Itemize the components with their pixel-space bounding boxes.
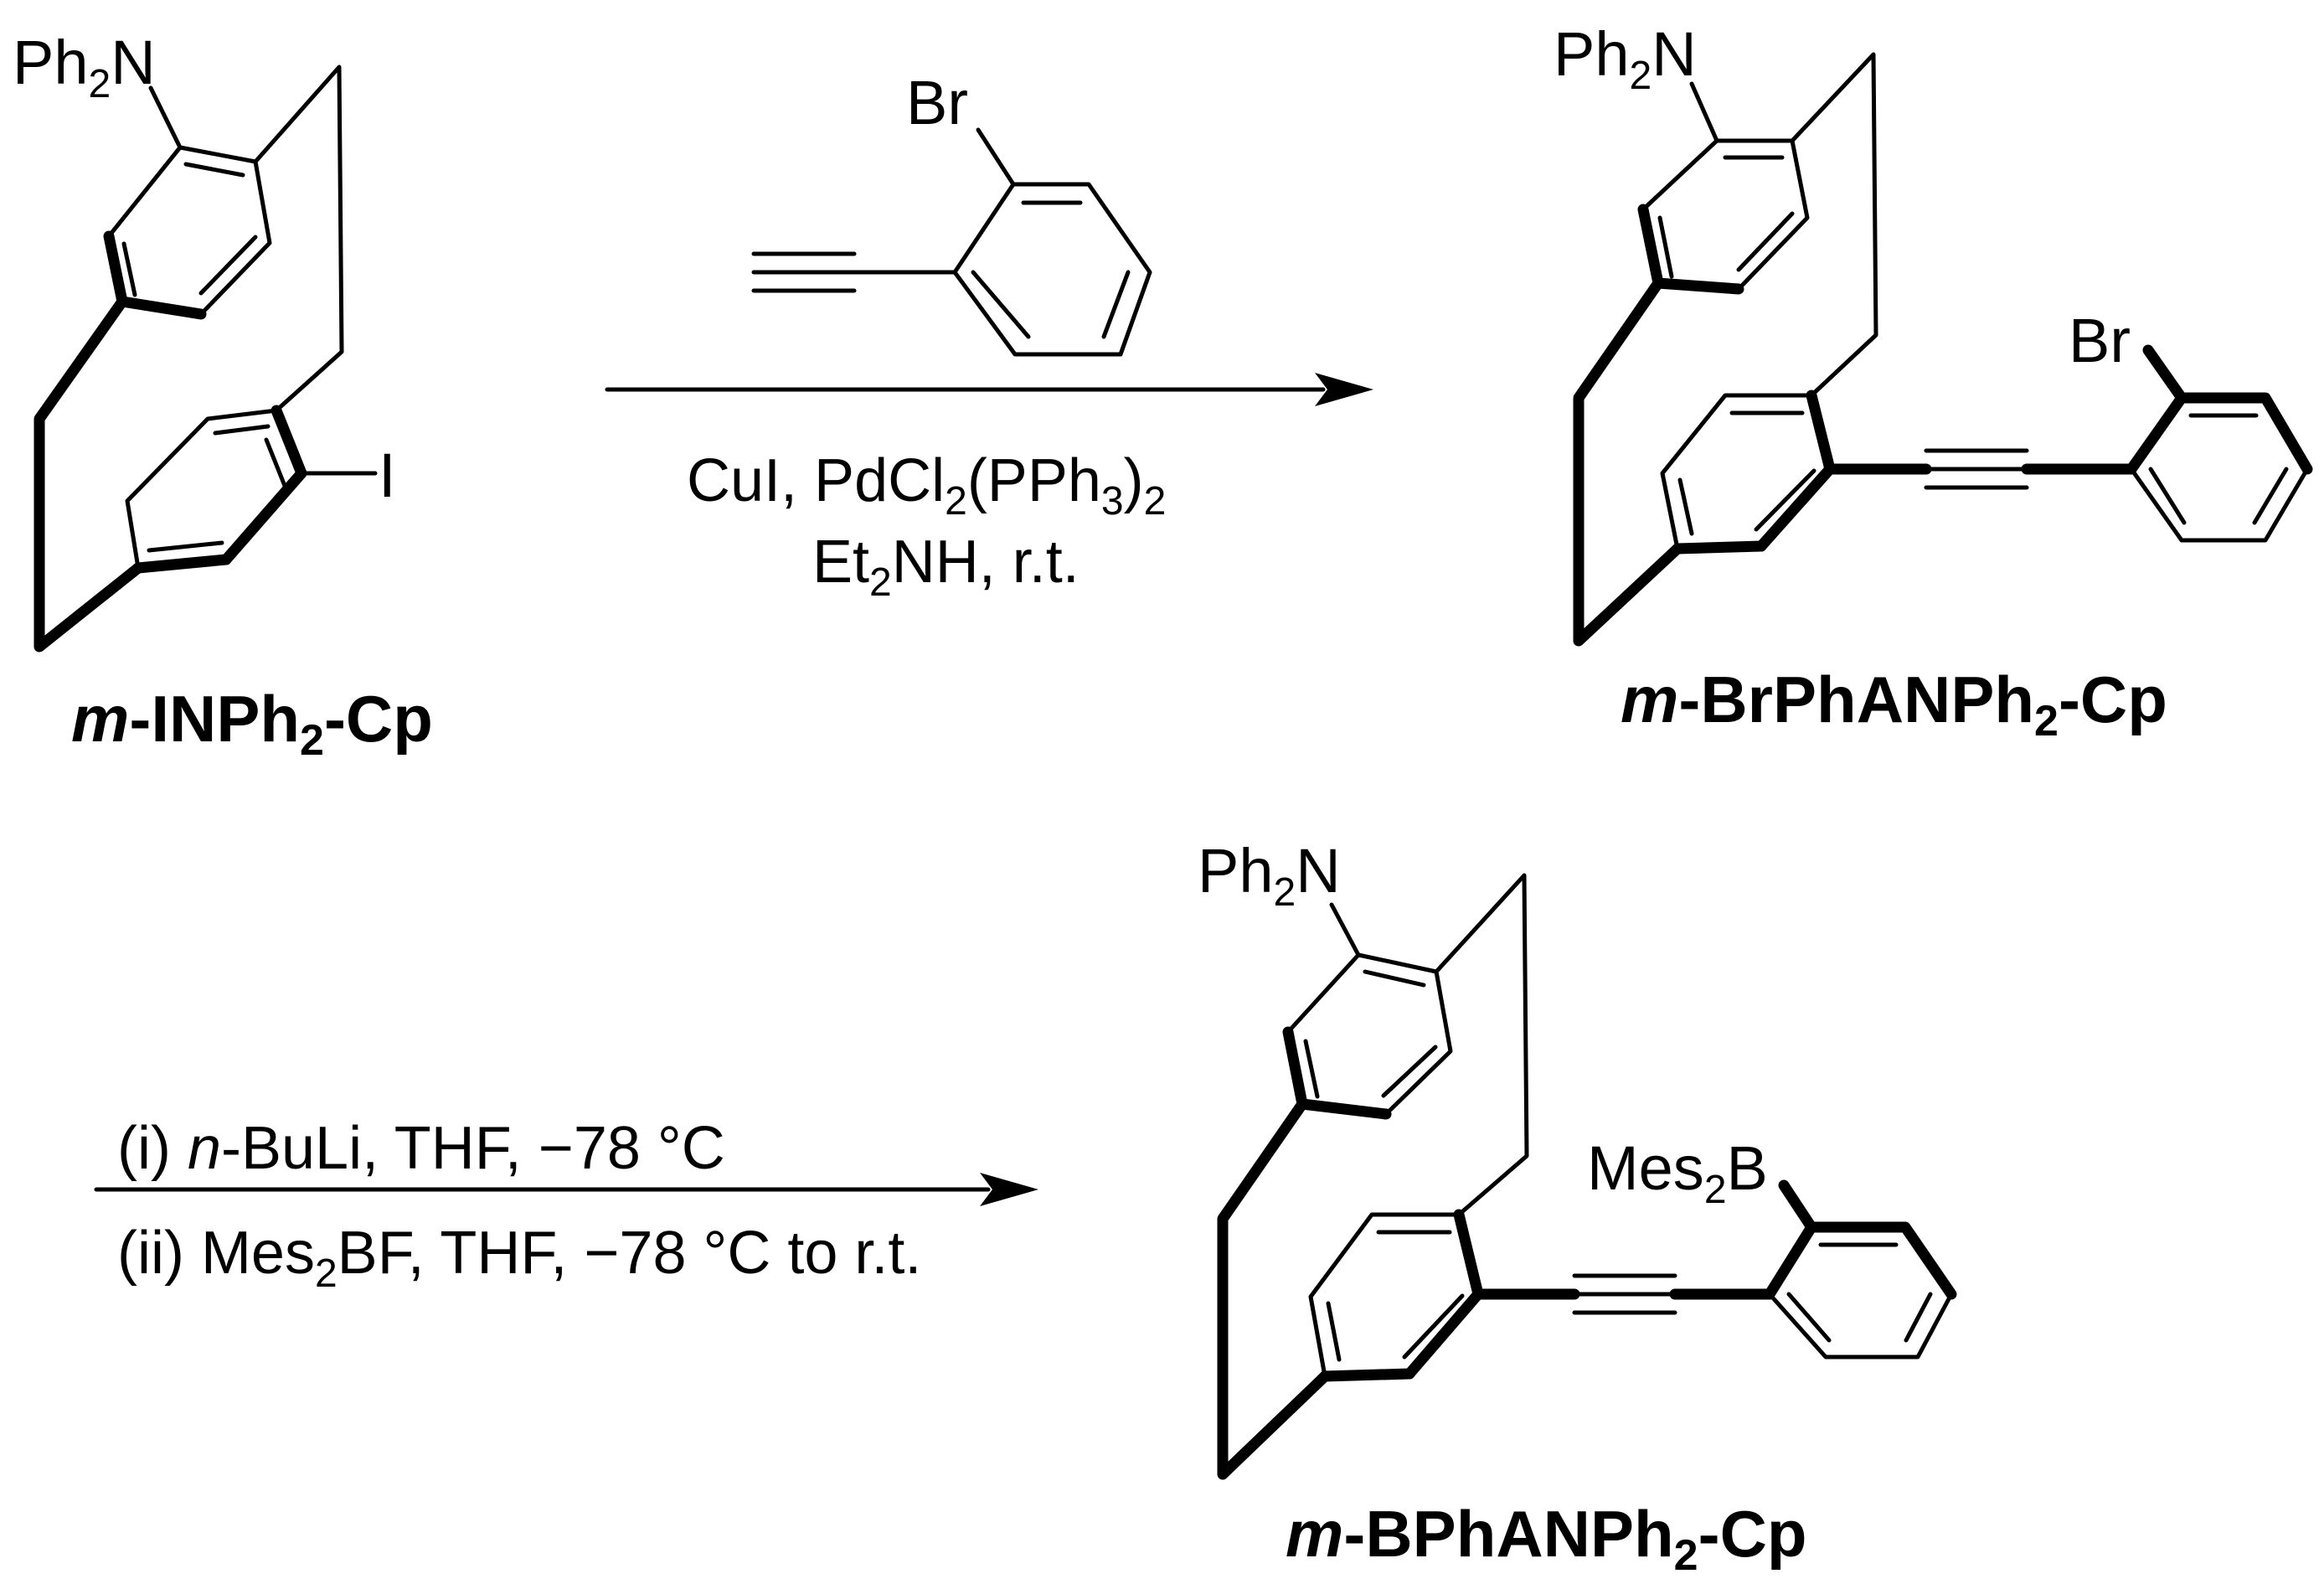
reaction-arrow-2 xyxy=(94,1173,1038,1206)
bromophenyl-ring xyxy=(2126,392,2313,543)
n-aryl-bond xyxy=(1329,902,1361,957)
compound-m-bphanph2-cp: Ph2N Mes2B m-BPhANPh2-Cp xyxy=(1198,836,1957,1580)
conditions-1-line-2: Et2NH, r.t. xyxy=(812,529,1080,605)
cyclophane-bridges xyxy=(33,64,344,653)
cyclophane-bridges xyxy=(1573,52,1878,647)
compound-m-brphanph2-cp: Ph2N Br m-BrPhANPh2-Cp xyxy=(1554,19,2313,746)
alkyne-linker xyxy=(1472,1273,1775,1315)
iodine-label: I xyxy=(379,441,396,510)
bromine-label: Br xyxy=(906,68,968,137)
compound3-name: m-BPhANPh2-Cp xyxy=(1286,1497,1807,1580)
compound1-name: m-INPh2-Cp xyxy=(71,682,433,765)
n-aryl-bond xyxy=(1689,81,1719,143)
conditions-step-1: CuI, PdCl2(PPh3)2 Et2NH, r.t. xyxy=(687,447,1166,605)
dimesitylboryl-label: Mes2B xyxy=(1587,1133,1768,1212)
n-aryl-bond xyxy=(148,85,183,150)
lower-arene-ring xyxy=(1660,390,1836,555)
upper-arene-ring xyxy=(1637,138,1810,295)
upper-arene-ring xyxy=(103,145,272,320)
bromine-label: Br xyxy=(2069,306,2131,375)
reagent-2-bromophenylacetylene: Br xyxy=(751,68,1152,357)
reaction-arrow-1 xyxy=(605,373,1373,406)
cyclophane-bridges xyxy=(1217,873,1529,1480)
bromo-bond xyxy=(976,127,1016,187)
compound2-name: m-BrPhANPh2-Cp xyxy=(1621,663,2167,746)
conditions-1-line-1: CuI, PdCl2(PPh3)2 xyxy=(687,447,1166,524)
alkyne-linker xyxy=(1824,448,2137,490)
conditions-step-2: (i) n-BuLi, THF, −78 °C (ii) Mes2BF, THF… xyxy=(117,1115,921,1296)
diphenylamino-label: Ph2N xyxy=(13,28,156,106)
lower-arene-ring xyxy=(1308,1209,1484,1382)
alkyne-triple-bond xyxy=(751,251,957,293)
borylphenyl-ring xyxy=(1764,1221,1957,1360)
conditions-2-line-1: (i) n-BuLi, THF, −78 °C xyxy=(117,1115,725,1182)
diphenylamino-label: Ph2N xyxy=(1198,836,1341,915)
lower-arene-ring xyxy=(125,405,307,574)
boron-aryl-bond xyxy=(1778,1179,1817,1233)
conditions-2-line-2: (ii) Mes2BF, THF, −78 °C to r.t. xyxy=(117,1220,921,1296)
diphenylamino-label: Ph2N xyxy=(1554,19,1697,98)
upper-arene-ring xyxy=(1282,952,1453,1120)
bromo-bond xyxy=(2142,344,2187,404)
compound-m-inph2-cp: Ph2N I m-INPh2-Cp xyxy=(13,28,433,765)
